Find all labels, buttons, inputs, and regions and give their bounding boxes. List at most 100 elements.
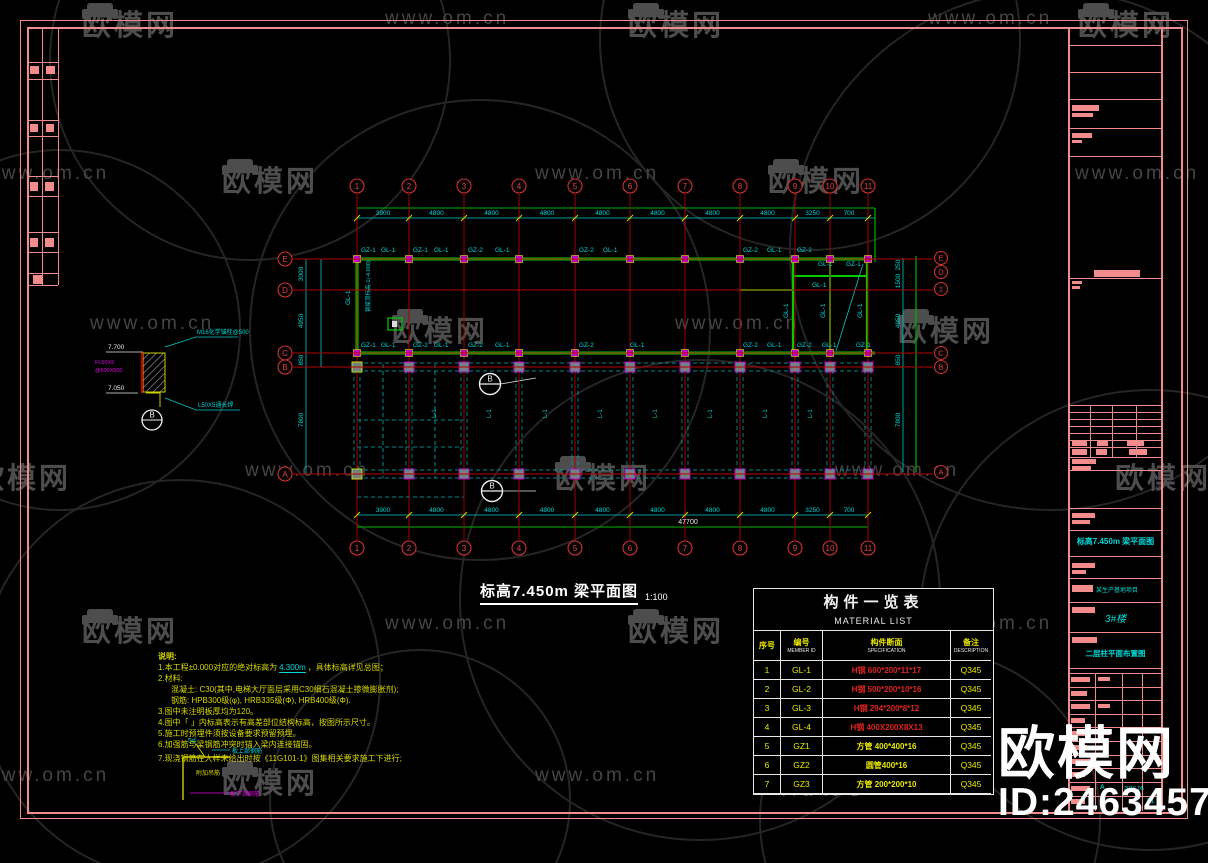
titleblock-line: [1097, 441, 1108, 446]
sofa-icon: [898, 309, 934, 325]
sofa-icon: [1078, 3, 1114, 19]
sofa-icon: [768, 159, 804, 175]
material-list-title: 构件一览表: [823, 594, 924, 611]
titleblock-line: [1068, 128, 1163, 129]
watermark-url: www.om.cn: [1075, 163, 1200, 184]
site-watermark-brand: 欧模网: [998, 722, 1175, 786]
titleblock-line: [27, 62, 58, 63]
titleblock-line: [1072, 140, 1082, 143]
titleblock-line: [1095, 673, 1096, 811]
titleblock-line: [1072, 441, 1087, 446]
titleblock-line: [1068, 700, 1163, 701]
titleblock-size: A1: [1146, 798, 1155, 805]
titleblock-line: [1068, 72, 1163, 73]
titleblock-drawing-name: 标高7.450m 梁平面图: [1076, 537, 1155, 546]
table-cell: H钢 500*200*10*16: [822, 680, 950, 699]
titleblock-line: [1071, 718, 1085, 723]
titleblock-line: [1068, 530, 1163, 531]
watermark-brand: 欧模网: [392, 308, 488, 350]
watermark-url: www.om.cn: [535, 765, 660, 786]
note-line: 混凝土: C30(其中,电梯大厅面层采用C30细石混凝土掺微膨胀剂);: [171, 685, 399, 694]
titleblock-line: [1068, 602, 1163, 603]
titleblock-line: [1068, 796, 1163, 797]
table-cell: Q345: [950, 680, 991, 699]
titleblock-line: [1071, 759, 1090, 764]
titleblock-line: [30, 124, 38, 132]
titleblock-line: [1068, 156, 1163, 157]
table-cell: Q345: [950, 718, 991, 737]
table-cell: Q345: [950, 661, 991, 680]
titleblock-line: [1068, 99, 1163, 100]
sofa-icon: [222, 159, 258, 175]
watermark-brand: 欧模网: [222, 158, 318, 200]
titleblock-project: 某生产基地项目: [1096, 588, 1139, 594]
titleblock-line: [1071, 691, 1087, 696]
table-cell: Q345: [950, 737, 991, 756]
sofa-icon: [628, 609, 664, 625]
table-cell: 圆管400*16: [822, 756, 950, 775]
note-line: 6.加强筋与梁钢筋冲突时锚入梁内连接锚固。: [158, 740, 317, 749]
titleblock-building: 3#楼: [1104, 614, 1127, 625]
titleblock-line: [1068, 556, 1163, 557]
titleblock-line: [1072, 513, 1095, 518]
titleblock-line: [1142, 673, 1143, 811]
titleblock-line: [27, 176, 58, 177]
watermark-brand: 欧模网: [82, 608, 178, 650]
titleblock-line: [1071, 772, 1085, 777]
table-cell: 7: [754, 775, 780, 794]
table-cell: Q345: [950, 756, 991, 775]
note-line: 2.材料:: [158, 674, 183, 683]
table-cell: GL-2: [780, 680, 822, 699]
titleblock-line: [1068, 741, 1163, 742]
table-cell: 3: [754, 699, 780, 718]
table-cell: H钢 294*200*8*12: [822, 699, 950, 718]
titleblock-line: [1071, 704, 1090, 709]
drawing-title-text: 标高7.450m 梁平面图: [480, 580, 639, 605]
titleblock-line: [1068, 405, 1163, 406]
notes-heading: 说明:: [158, 652, 177, 661]
titleblock-line: [45, 238, 54, 247]
titleblock-line: [58, 27, 59, 285]
titleblock-line: [30, 182, 38, 191]
table-cell: 方管 200*200*10: [822, 775, 950, 794]
titleblock-line: [27, 285, 58, 286]
titleblock-line: [1068, 768, 1163, 769]
table-cell: GL-3: [780, 699, 822, 718]
titleblock-line: [1072, 520, 1090, 524]
titleblock-line: [1068, 632, 1163, 633]
watermark-url: www.om.cn: [245, 460, 370, 481]
table-cell: H钢 600*200*11*17: [822, 661, 950, 680]
titleblock-line: [1071, 786, 1090, 791]
sofa-icon: [628, 3, 664, 19]
titleblock-line: [1068, 45, 1163, 46]
titleblock-line: [1068, 727, 1163, 728]
titleblock-line: [1096, 449, 1107, 455]
titleblock-line: [27, 136, 58, 137]
titleblock-line: [1068, 508, 1163, 509]
drawing-title: 标高7.450m 梁平面图 1:100: [480, 580, 668, 605]
watermark-brand: 欧模网: [628, 2, 724, 44]
titleblock-line: [30, 66, 39, 74]
titleblock-line: [1071, 745, 1087, 750]
titleblock-line: [33, 275, 43, 284]
titleblock-line: [1068, 440, 1163, 441]
watermark-brand: 欧模网: [1078, 2, 1174, 44]
titleblock-line: [27, 232, 58, 233]
titleblock-line: [1072, 113, 1093, 117]
watermark-brand: 欧模网: [82, 2, 178, 44]
titleblock-line: [1071, 677, 1090, 682]
titleblock-line: [1072, 607, 1095, 613]
titleblock-line: [1068, 426, 1163, 427]
col-header-no: 序号: [754, 631, 780, 661]
titleblock-line: [1068, 278, 1163, 279]
titleblock-line: [1098, 731, 1110, 735]
table-cell: 5: [754, 737, 780, 756]
titleblock-line: [1090, 405, 1091, 457]
watermark-url: www.om.cn: [90, 313, 215, 334]
table-cell: 4: [754, 718, 780, 737]
table-cell: 1: [754, 661, 780, 680]
